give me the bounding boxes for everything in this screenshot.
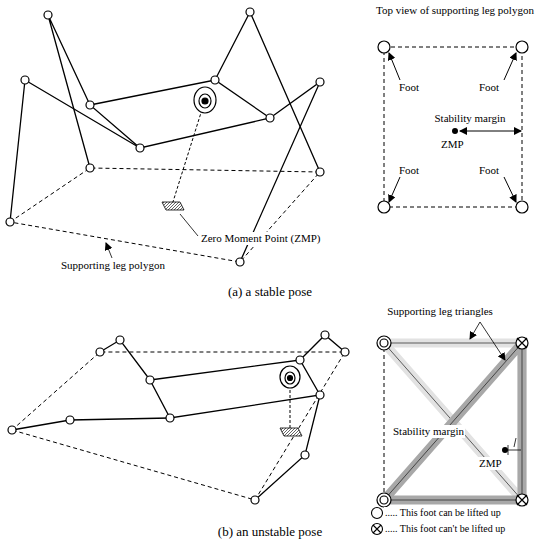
annotation-label: Zero Moment Point (ZMP): [200, 232, 321, 245]
legend-entry: ..... This foot can be lifted up: [370, 506, 502, 520]
panel-caption: (a) a stable pose: [227, 284, 313, 299]
fixed-foot-symbol: [370, 522, 384, 536]
annotation-label: Foot: [398, 164, 420, 177]
annotation-label: ZMP: [440, 138, 465, 151]
annotation-label: ZMP: [478, 457, 503, 470]
annotation-label: Supporting leg polygon: [60, 259, 166, 272]
legend-text: ..... This foot can be lifted up: [384, 507, 502, 519]
liftable-foot-symbol: [370, 506, 384, 520]
annotation-label: Top view of supporting leg polygon: [375, 4, 535, 17]
legend-entry: ..... This foot can't be lifted up: [370, 522, 506, 536]
annotation-label: Stability margin: [392, 425, 465, 438]
annotation-label: Supporting leg triangles: [386, 305, 494, 318]
annotation-label: Foot: [478, 164, 500, 177]
panel-caption: (b) an unstable pose: [217, 524, 323, 539]
legend-text: ..... This foot can't be lifted up: [384, 523, 506, 535]
annotation-label: Foot: [398, 81, 420, 94]
annotation-label: Stability margin: [434, 112, 507, 125]
annotation-label: Foot: [478, 81, 500, 94]
